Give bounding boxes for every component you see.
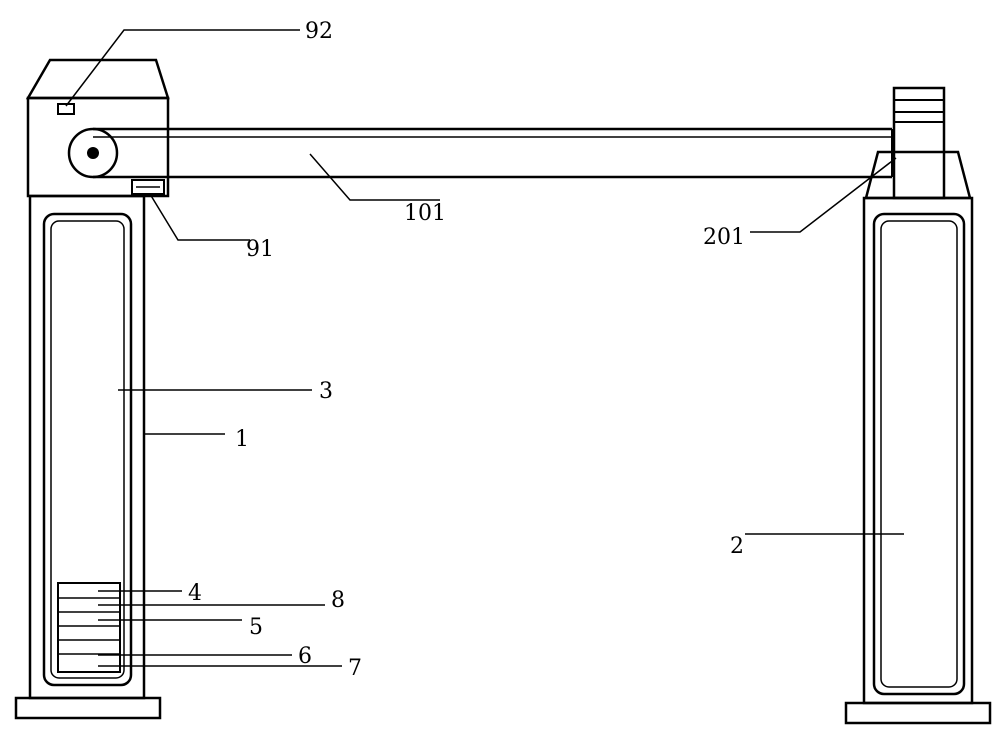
label-5: 5	[249, 615, 263, 640]
label-4: 4	[188, 581, 202, 606]
sensor-92	[57, 103, 75, 115]
right-post-body	[862, 196, 974, 705]
right-post-inner-panel-line	[880, 220, 958, 688]
right-post-cap	[864, 150, 972, 200]
label-7: 7	[348, 656, 362, 681]
label-3: 3	[319, 379, 333, 404]
label-92: 92	[305, 19, 333, 44]
right-post-inner-panel	[872, 212, 966, 696]
label-91: 91	[246, 237, 274, 262]
control-box	[57, 582, 121, 673]
label-2: 2	[730, 534, 744, 559]
leader-101	[309, 153, 440, 201]
left-post-base	[14, 696, 162, 720]
boom-arm	[93, 127, 893, 179]
control-box-frame	[57, 582, 121, 673]
right-post-base	[844, 701, 992, 725]
leader-92	[65, 29, 300, 107]
left-post-inner-panel	[42, 212, 133, 687]
right-post-catch-head	[892, 86, 946, 200]
right-post	[844, 86, 992, 725]
housing-roof	[25, 58, 170, 100]
leader-91	[149, 193, 250, 241]
housing-box	[26, 96, 170, 198]
label-201: 201	[703, 225, 745, 250]
pulley-axle	[87, 147, 99, 159]
part-labels: 92 101 91 201 3 1 2 4 8 5 6 7	[188, 19, 745, 681]
sensor-91	[131, 179, 165, 195]
left-post-inner-panel-line	[50, 220, 125, 679]
label-6: 6	[298, 644, 312, 669]
label-101: 101	[404, 201, 446, 226]
leader-201	[750, 157, 897, 233]
left-post-body	[28, 194, 146, 700]
label-1: 1	[235, 427, 249, 452]
label-8: 8	[331, 588, 345, 613]
leader-lines	[65, 29, 904, 667]
